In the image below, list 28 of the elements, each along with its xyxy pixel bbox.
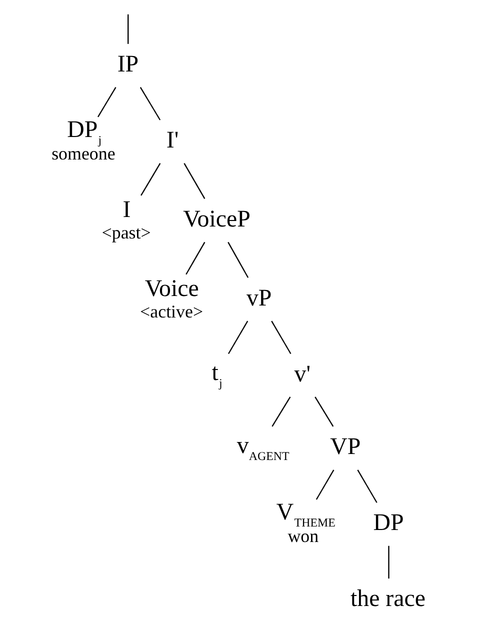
node-text: vP: [246, 285, 272, 312]
node-text: VP: [330, 434, 361, 460]
connector: [228, 320, 248, 354]
connector: [128, 14, 129, 44]
node-text: V$_{THEME}$ won: [276, 499, 336, 546]
connector: [388, 546, 390, 579]
node-text: VoiceP: [183, 206, 250, 232]
node-text: v': [294, 361, 311, 388]
connector: [140, 162, 161, 196]
connector: [97, 87, 116, 118]
connector: [184, 162, 206, 200]
node-text: Voice <active>: [140, 276, 204, 322]
node-text: IP: [117, 52, 139, 78]
connector: [140, 87, 161, 120]
connector: [357, 470, 378, 503]
node-text: DP: [373, 510, 404, 536]
node-text: I <past>: [102, 196, 151, 242]
connector: [314, 396, 334, 427]
node-text: t$_{j}$: [212, 360, 222, 390]
connector: [228, 242, 249, 278]
connector: [316, 470, 334, 500]
node-text: the race: [350, 586, 426, 612]
node-text: DP$_{j}$ someone: [52, 116, 116, 164]
node-text: v$_{AGENT}$: [236, 433, 290, 464]
connector: [186, 242, 206, 275]
node-text: I': [166, 128, 179, 154]
connector: [271, 320, 292, 354]
connector: [272, 396, 291, 427]
